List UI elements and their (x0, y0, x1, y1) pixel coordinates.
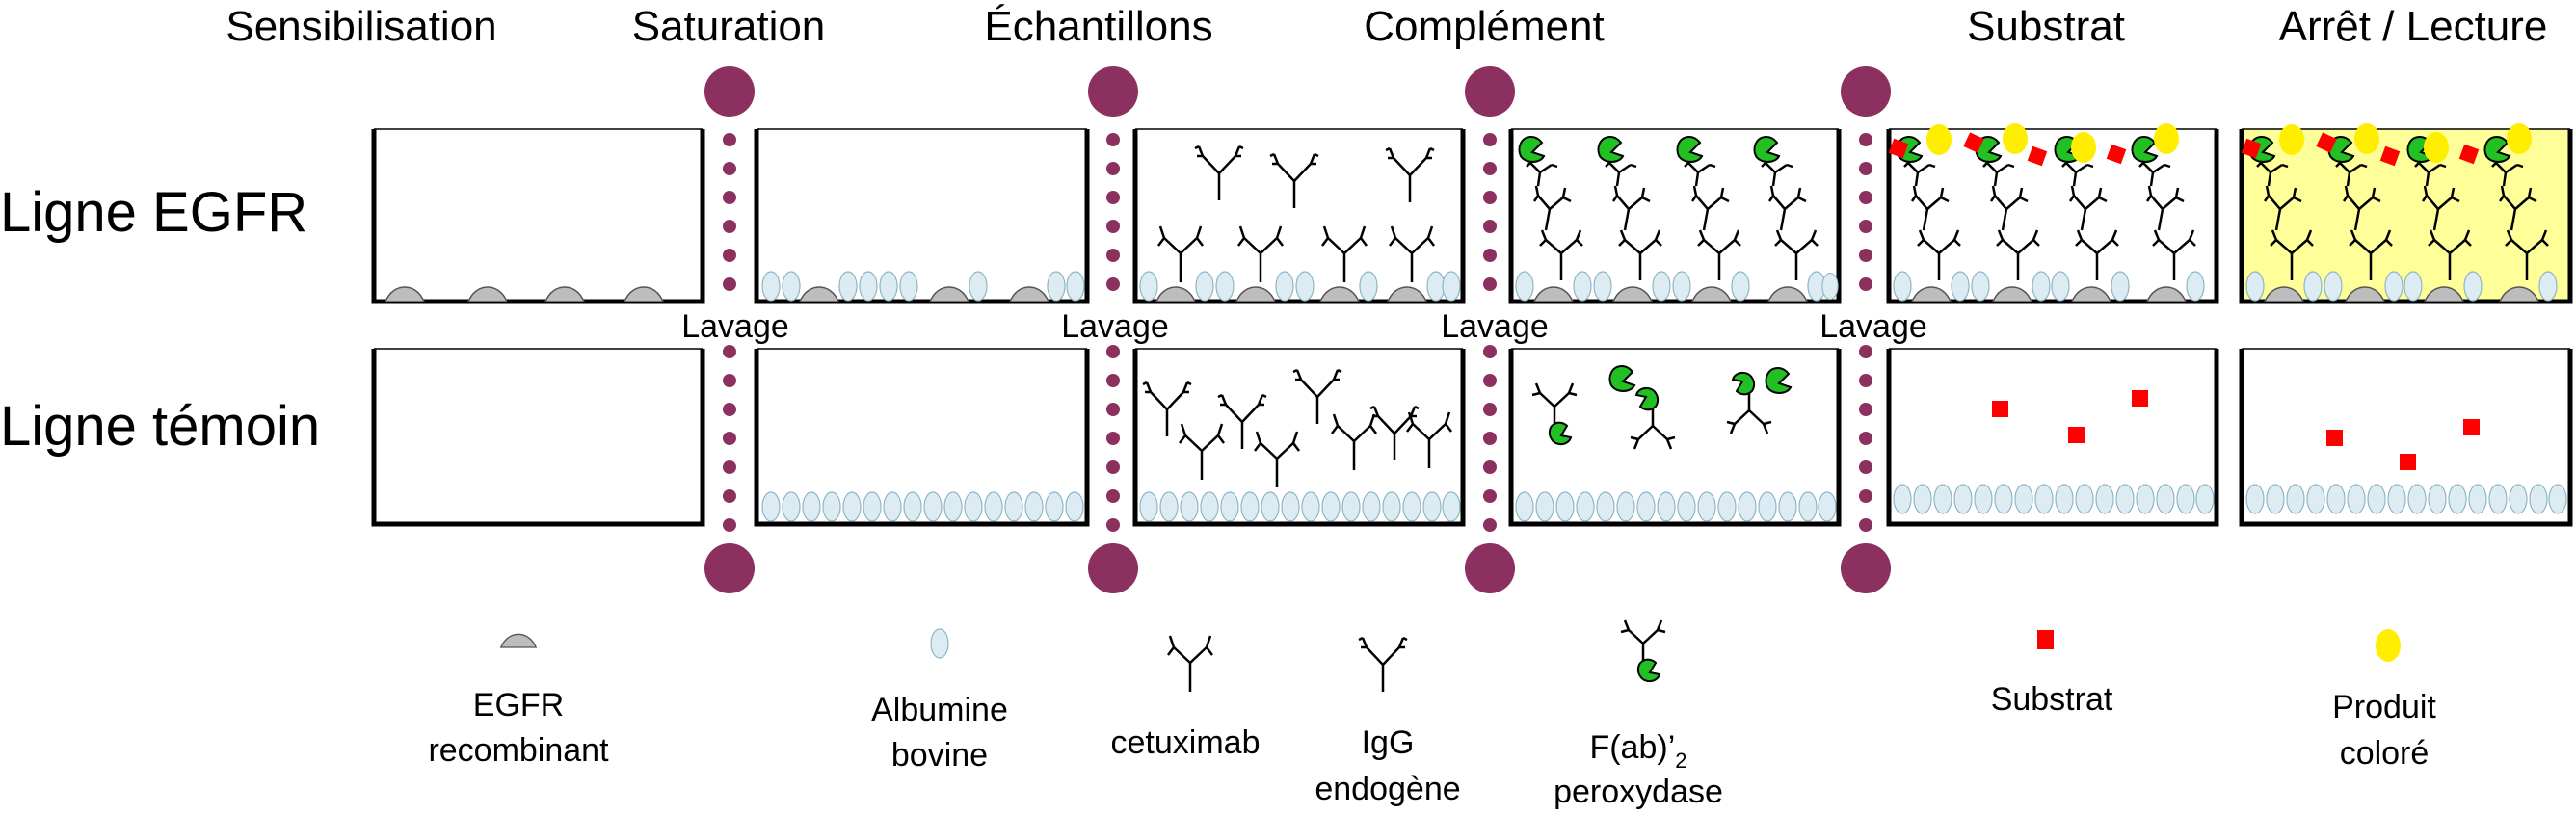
legend-label: cetuximab (1111, 724, 1261, 761)
wash-label: Lavage (1441, 308, 1549, 345)
legend-label: endogène (1315, 771, 1460, 807)
well-temoin-substrat (1886, 348, 2219, 527)
legend-label: peroxydase (1554, 774, 1723, 810)
legend-label: EGFR (473, 687, 564, 723)
albumin-icon (930, 628, 949, 659)
step-header: Sensibilisation (226, 3, 496, 50)
legend-igg: IgG endogène (1315, 636, 1461, 807)
legend-label: bovine (891, 737, 988, 774)
step-header: Substrat (1967, 3, 2125, 50)
fab-peroxydase-icon (1619, 618, 1667, 683)
wash-bar (704, 66, 755, 593)
well-egfr-echantillons (1132, 128, 1466, 304)
legend-label: Produit (2332, 689, 2436, 725)
legend-albumin: Albumine bovine (871, 628, 1008, 774)
wash-bar (1841, 66, 1891, 593)
cetuximab-icon (1166, 634, 1214, 694)
well-temoin-complement (1508, 348, 1842, 527)
legend-substrate: Substrat (1991, 630, 2113, 718)
well-temoin-lecture (2239, 348, 2573, 527)
well-temoin-sensibilisation (371, 348, 705, 527)
legend-label: coloré (2340, 735, 2430, 772)
step-header: Échantillons (984, 3, 1212, 50)
wash-label: Lavage (681, 308, 789, 345)
well-egfr-saturation (754, 128, 1090, 304)
legend-cetuximab: cetuximab (1111, 634, 1261, 761)
legend-label: IgG (1362, 724, 1415, 761)
legend: EGFR recombinant Albumine bovine cetuxim… (428, 618, 2436, 810)
legend-label: Substrat (1991, 681, 2113, 718)
step-header: Complément (1364, 3, 1604, 50)
legend-label: recombinant (428, 732, 609, 769)
legend-label: Albumine (871, 692, 1008, 728)
step-header: Saturation (632, 3, 826, 50)
well-egfr-substrat (1886, 123, 2219, 304)
step-header: Arrêt / Lecture (2279, 3, 2548, 50)
well-temoin-saturation (754, 348, 1090, 527)
well-egfr-lecture (2239, 123, 2573, 304)
well-egfr-sensibilisation (371, 128, 705, 304)
legend-fab: F(ab)’2 peroxydase (1554, 618, 1723, 810)
wash-label: Lavage (1061, 308, 1169, 345)
product-icon (2376, 629, 2401, 662)
legend-label: F(ab)’2 (1589, 729, 1686, 773)
row-label-egfr: Ligne EGFR (0, 181, 307, 244)
step-headers: Sensibilisation Saturation Échantillons … (226, 3, 2547, 50)
well-egfr-complement (1508, 128, 1842, 304)
wash-bar (1465, 66, 1515, 593)
igg-icon (1357, 636, 1409, 694)
legend-egfr: EGFR recombinant (428, 633, 609, 769)
wash-bar (1088, 66, 1138, 593)
substrate-icon (2037, 630, 2054, 649)
egfr-icon (500, 633, 537, 648)
row-label-temoin: Ligne témoin (0, 395, 320, 458)
wash-label: Lavage (1819, 308, 1927, 345)
wash-separators: Lavage Lavage Lavage Lavage (681, 66, 1927, 593)
well-temoin-echantillons (1132, 348, 1466, 527)
legend-product: Produit coloré (2332, 629, 2436, 772)
